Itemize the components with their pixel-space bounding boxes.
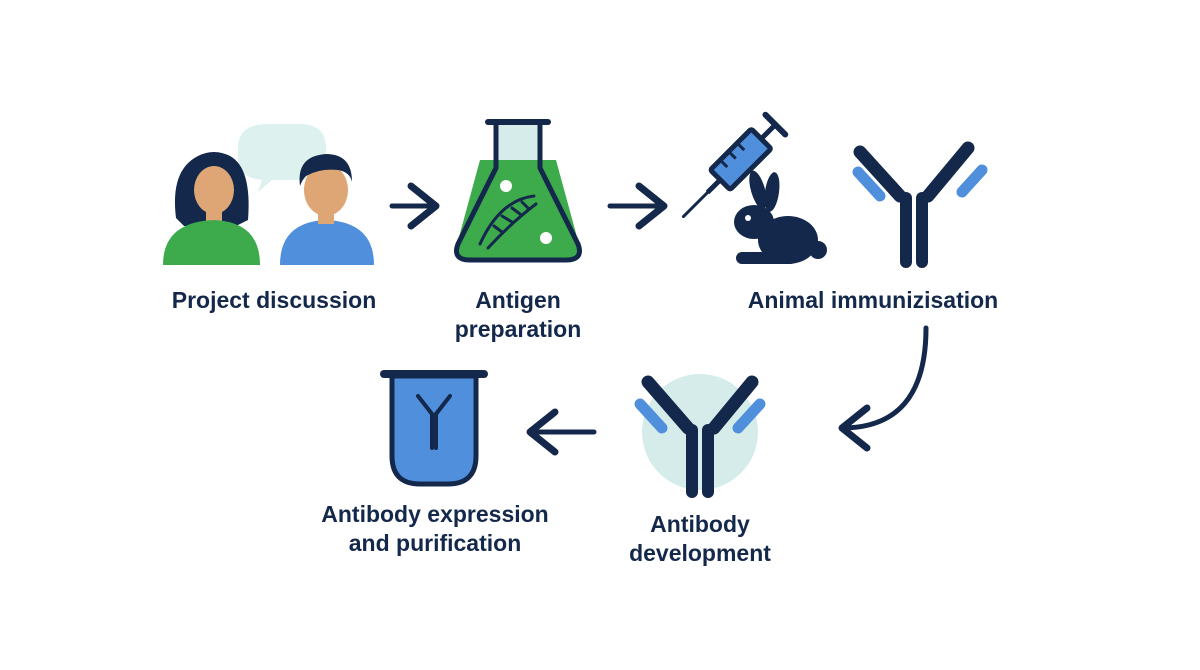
syringe-icon [681, 111, 789, 219]
people-talking-icon [163, 124, 374, 265]
label-line: development [629, 540, 771, 566]
step-label-project-discussion: Project discussion [156, 286, 392, 315]
label-line: Project discussion [171, 287, 377, 313]
dna-icon [478, 194, 538, 250]
flask-dna-icon [454, 119, 582, 263]
label-line: Animal immunizisation [747, 287, 999, 313]
purification-vessel-icon [380, 370, 488, 487]
step-label-antigen-preparation: Antigen preparation [420, 286, 616, 344]
label-line: and purification [348, 530, 522, 556]
antibody-development-icon [634, 374, 766, 498]
label-line: Antibody [650, 511, 750, 537]
label-line: Antibody expression [321, 501, 549, 527]
step-label-antibody-development: Antibody development [602, 510, 798, 568]
label-line: Antigen [475, 287, 561, 313]
arrow-step3-to-step4 [838, 325, 929, 452]
label-line: preparation [454, 316, 582, 342]
rabbit-icon [734, 170, 827, 264]
step-label-antibody-expression: Antibody expression and purification [300, 500, 570, 558]
antibody-icon [852, 141, 988, 268]
step-label-animal-immunization: Animal immunizisation [722, 286, 1024, 315]
